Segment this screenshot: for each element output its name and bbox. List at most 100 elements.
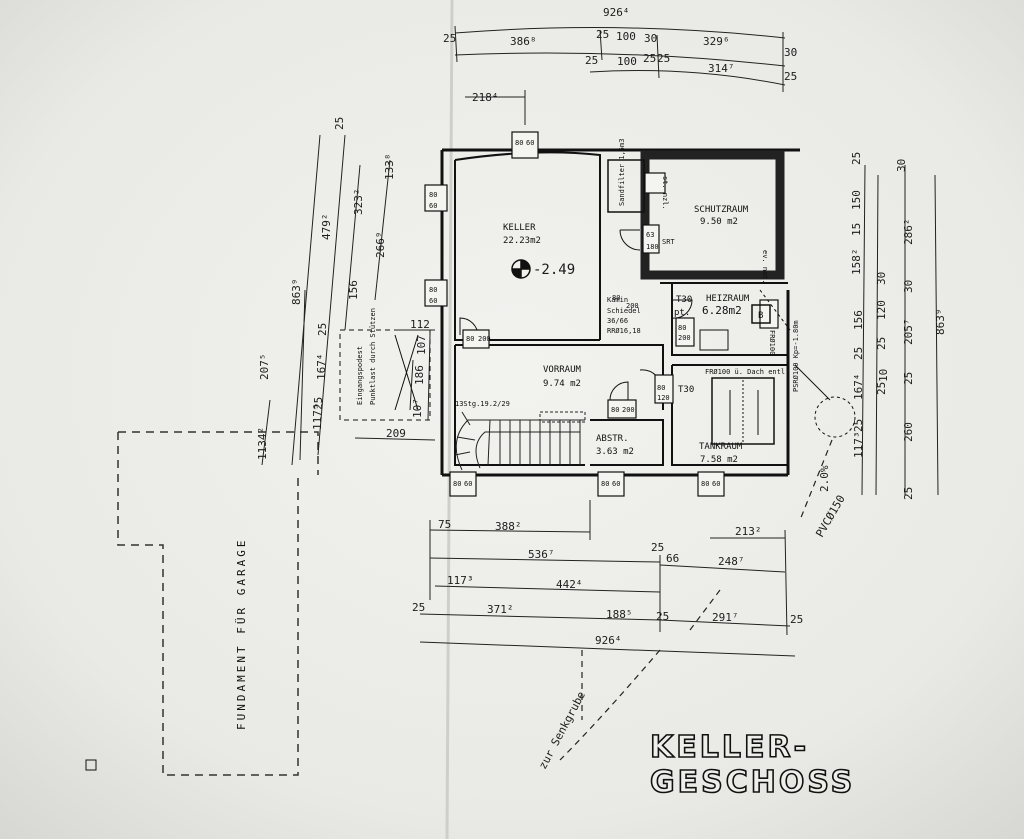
marker-square: [85, 759, 97, 771]
heating-equipment: [699, 289, 856, 445]
t30-label-b: T30: [678, 385, 694, 395]
dim-top-13: 25: [784, 70, 797, 83]
svg-text:80: 80: [601, 480, 609, 488]
dim-top-14: 218⁴: [472, 91, 499, 104]
dim-right-10: 167⁴: [852, 374, 865, 401]
dim-right-12: 260: [902, 422, 915, 442]
svg-text:60: 60: [712, 480, 720, 488]
dim-left-14: 107: [415, 335, 428, 355]
dim-bottom-1: 388²: [495, 520, 522, 533]
dim-left-8: 117³: [311, 404, 324, 431]
svg-text:200: 200: [678, 334, 691, 342]
room-abstr-name: ABSTR.: [596, 434, 629, 444]
svg-text:80: 80: [429, 286, 437, 294]
room-abstr-area: 3.63 m2: [596, 447, 634, 457]
window-markers: [424, 131, 779, 497]
dim-bottom-13: 291⁷: [712, 611, 739, 624]
room-tankraum-area: 7.58 m2: [700, 455, 738, 465]
t30-label-a: T30: [676, 295, 692, 305]
dim-top-6: 329⁶: [703, 35, 730, 48]
top-dimensions: [454, 25, 786, 125]
dim-left-9: 1134²: [256, 427, 269, 460]
srt-label: SRT: [662, 238, 675, 246]
kamin-line-1: Kamin: [607, 296, 628, 304]
dim-right-19: 30: [902, 280, 915, 293]
svg-text:60: 60: [526, 139, 534, 147]
dim-right-7: 156: [852, 310, 865, 330]
svg-text:80: 80: [453, 480, 461, 488]
dim-right-4: 150: [850, 190, 863, 210]
garage-label: FUNDAMENT FÜR GARAGE: [235, 538, 248, 730]
dim-top-3: 25: [596, 28, 609, 41]
dim-top-1: 25: [443, 32, 456, 45]
dim-bottom-8: 442⁴: [556, 578, 583, 591]
ev-label: ev. nat.: [761, 250, 769, 284]
dim-top-11: 25: [657, 52, 670, 65]
dim-left-12: 25: [312, 397, 325, 410]
dim-left-15: 186: [413, 365, 426, 385]
dim-right-13: 25: [852, 347, 865, 360]
dim-bottom-11: 188⁵: [606, 608, 633, 621]
dim-right-0: 863⁹: [934, 309, 947, 336]
sandfilter-label: Sandfilter 1,5m3: [618, 139, 626, 206]
dim-top-total: 926⁴: [603, 6, 630, 19]
dim-bottom-2: 536⁷: [528, 548, 555, 561]
dim-left-17: 209: [386, 427, 406, 440]
dim-left-0: 863⁹: [290, 279, 303, 306]
kamin-line-3: 36/66: [607, 317, 628, 325]
room-schutzraum-name: SCHUTZRAUM: [694, 205, 749, 215]
svg-text:60: 60: [429, 297, 437, 305]
room-vorraum-name: VORRAUM: [543, 365, 582, 375]
landing-label-a: Eingangspodest: [356, 346, 364, 405]
room-keller-area: 22.23m2: [503, 236, 541, 246]
dim-right-18: 25: [902, 487, 915, 500]
svg-text:200: 200: [622, 406, 635, 414]
dim-top-9: 100: [617, 55, 637, 68]
level-label: -2.49: [533, 262, 575, 278]
building-walls: [339, 148, 800, 477]
b-label: B: [758, 311, 763, 321]
dim-bottom-3: 25: [651, 541, 664, 554]
svg-text:80: 80: [515, 139, 523, 147]
dim-right-5: 15: [850, 223, 863, 236]
svg-text:80: 80: [678, 324, 686, 332]
dim-top-2: 386⁸: [510, 35, 537, 48]
dim-right-11: 117³: [852, 432, 865, 459]
dim-right-9: 30: [875, 272, 888, 285]
dim-left-2: 323²: [352, 189, 365, 216]
dim-right-2: 205⁷: [902, 319, 915, 346]
dim-bottom-14: 25: [790, 613, 803, 626]
bottom-dimensions: [419, 500, 796, 657]
svg-text:120: 120: [657, 394, 670, 402]
svg-text:80: 80: [611, 406, 619, 414]
svg-text:60: 60: [612, 480, 620, 488]
svg-text:80: 80: [429, 191, 437, 199]
stair-label: 13Stg.19.2/29: [455, 400, 510, 408]
dim-right-6: 158²: [850, 249, 863, 276]
psr-label: PSRØ100 Kp=-1.80m: [792, 320, 800, 392]
dim-bottom-15: 926⁴: [595, 634, 622, 647]
dim-left-4: 266⁹: [374, 232, 387, 259]
dim-top-7: 30: [784, 46, 797, 59]
dim-right-8: 120: [875, 300, 888, 320]
dim-top-10: 25: [643, 52, 656, 65]
pt-label: pt.: [674, 308, 690, 318]
slope-label: 2.0%: [818, 465, 831, 492]
dim-right-14: 25: [852, 419, 865, 432]
room-heizraum-name: HEIZRAUM: [706, 294, 750, 304]
dim-left-3: 133⁸: [383, 154, 396, 181]
svg-text:180: 180: [646, 243, 659, 251]
fr100a-label: FRØ100: [768, 330, 776, 355]
dim-right-16: 25: [875, 382, 888, 395]
garage-foundation-outline: [117, 431, 319, 776]
staircase: [454, 411, 586, 471]
dim-top-8: 25: [585, 54, 598, 67]
svg-text:200: 200: [478, 335, 491, 343]
svg-text:60: 60: [464, 480, 472, 488]
dim-right-1: 286²: [902, 219, 915, 246]
dim-left-11: 25: [316, 323, 329, 336]
dim-right-21: 10: [877, 369, 890, 382]
dim-right-15: 25: [875, 337, 888, 350]
dim-top-4: 100: [616, 30, 636, 43]
stnzl-label: st. nzl.: [661, 176, 669, 210]
